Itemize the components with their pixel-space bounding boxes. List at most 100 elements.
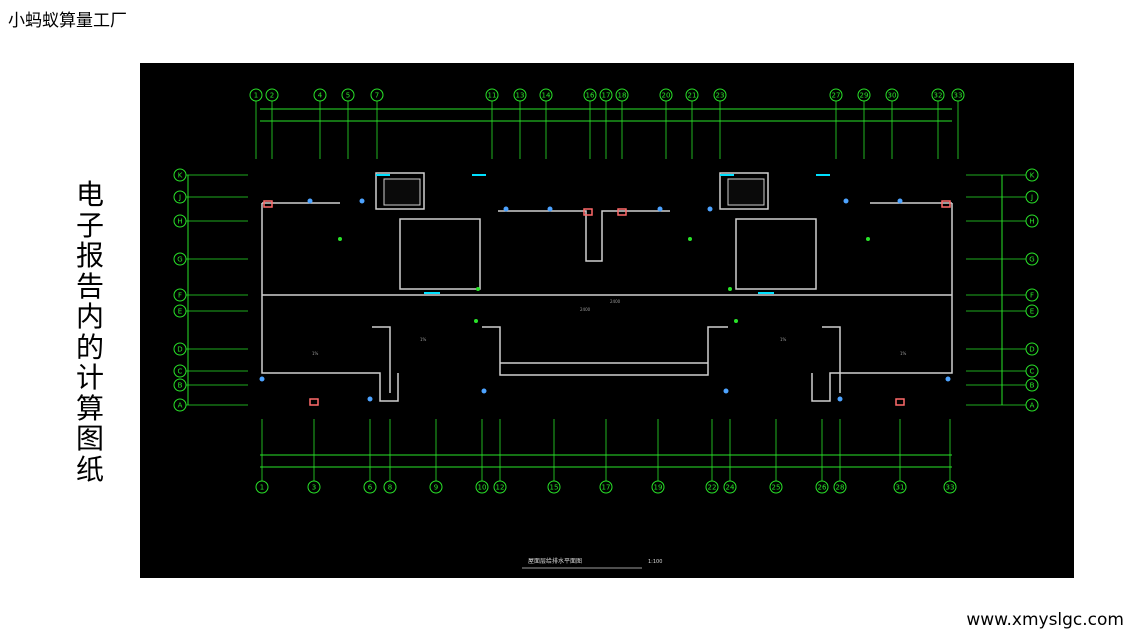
axis-bubble-bottom: 1	[255, 480, 269, 494]
svg-text:12: 12	[496, 484, 505, 492]
axis-bubble-bottom: 26	[815, 480, 829, 494]
axis-bubble-right: J	[1025, 190, 1039, 204]
axis-bubble-right: A	[1025, 398, 1039, 412]
svg-text:A: A	[178, 402, 183, 410]
svg-text:5: 5	[346, 92, 350, 100]
axis-bubble-right: E	[1025, 304, 1039, 318]
axis-bubble-left: G	[173, 252, 187, 266]
svg-text:1%: 1%	[420, 337, 427, 342]
svg-text:H: H	[1029, 218, 1034, 226]
axis-bubble-top: 11	[485, 88, 499, 102]
axis-bubble-bottom: 22	[705, 480, 719, 494]
svg-text:18: 18	[618, 92, 627, 100]
svg-text:11: 11	[488, 92, 497, 100]
axis-bubble-bottom: 25	[769, 480, 783, 494]
svg-text:7: 7	[375, 92, 379, 100]
side-title-char: 内	[75, 300, 104, 333]
axis-bubble-top: 5	[341, 88, 355, 102]
side-title-char: 计	[75, 361, 104, 394]
axis-bubble-top: 2	[265, 88, 279, 102]
axis-bubble-left: F	[173, 288, 187, 302]
axis-bubble-top: 18	[615, 88, 629, 102]
axis-bubble-bottom: 19	[651, 480, 665, 494]
svg-text:1%: 1%	[312, 351, 319, 356]
svg-text:13: 13	[516, 92, 525, 100]
svg-text:23: 23	[716, 92, 725, 100]
axis-bubble-top: 1	[249, 88, 263, 102]
axis-bubble-bottom: 12	[493, 480, 507, 494]
drawing-caption: 屋面层给排水平面图	[528, 557, 582, 565]
svg-text:17: 17	[602, 92, 611, 100]
axis-bubble-left: K	[173, 168, 187, 182]
axis-bubble-bottom: 28	[833, 480, 847, 494]
side-title-char: 电	[75, 178, 104, 211]
svg-text:14: 14	[542, 92, 551, 100]
svg-text:30: 30	[888, 92, 897, 100]
svg-text:29: 29	[860, 92, 869, 100]
svg-text:3: 3	[312, 484, 316, 492]
axis-bubble-right: D	[1025, 342, 1039, 356]
side-title: 电 子 报 告 内 的 计 算 图 纸	[72, 178, 108, 485]
axis-bubble-bottom: 33	[943, 480, 957, 494]
svg-text:B: B	[178, 382, 183, 390]
svg-text:27: 27	[832, 92, 841, 100]
svg-text:24: 24	[726, 484, 735, 492]
svg-text:K: K	[1030, 172, 1035, 180]
svg-text:9: 9	[434, 484, 438, 492]
svg-text:8: 8	[388, 484, 392, 492]
svg-text:2400: 2400	[580, 307, 591, 312]
svg-text:C: C	[1030, 368, 1035, 376]
svg-text:20: 20	[662, 92, 671, 100]
svg-text:32: 32	[934, 92, 943, 100]
axis-bubble-top: 27	[829, 88, 843, 102]
svg-text:28: 28	[836, 484, 845, 492]
svg-text:J: J	[178, 194, 181, 202]
svg-text:H: H	[177, 218, 182, 226]
svg-text:10: 10	[478, 484, 487, 492]
side-title-char: 图	[75, 422, 104, 455]
axis-bubble-left: D	[173, 342, 187, 356]
axis-bubble-top: 13	[513, 88, 527, 102]
svg-text:21: 21	[688, 92, 697, 100]
axis-bubble-right: G	[1025, 252, 1039, 266]
axis-bubble-top: 20	[659, 88, 673, 102]
axis-bubble-bottom: 8	[383, 480, 397, 494]
svg-text:19: 19	[654, 484, 663, 492]
svg-text:31: 31	[896, 484, 905, 492]
axis-bubble-left: A	[173, 398, 187, 412]
svg-text:D: D	[1029, 346, 1034, 354]
svg-text:25: 25	[772, 484, 781, 492]
axis-bubble-bottom: 24	[723, 480, 737, 494]
axis-bubble-bottom: 31	[893, 480, 907, 494]
axis-bubble-bottom: 10	[475, 480, 489, 494]
axis-bubble-left: J	[173, 190, 187, 204]
axis-bubble-bottom: 9	[429, 480, 443, 494]
side-title-char: 的	[75, 330, 104, 364]
axis-bubble-bottom: 15	[547, 480, 561, 494]
svg-text:C: C	[178, 368, 183, 376]
svg-text:F: F	[1030, 292, 1034, 300]
axis-bubble-top: 4	[313, 88, 327, 102]
axis-bubble-top: 14	[539, 88, 553, 102]
side-title-char: 子	[75, 208, 104, 242]
axis-bubble-top: 21	[685, 88, 699, 102]
axis-bubble-right: C	[1025, 364, 1039, 378]
axis-bubble-top: 29	[857, 88, 871, 102]
axis-bubble-bottom: 3	[307, 480, 321, 494]
svg-text:B: B	[1030, 382, 1035, 390]
svg-text:G: G	[1029, 256, 1034, 264]
svg-text:16: 16	[586, 92, 595, 100]
axis-bubble-bottom: 17	[599, 480, 613, 494]
brand-title: 小蚂蚁算量工厂	[8, 11, 127, 31]
axis-bubble-left: H	[173, 214, 187, 228]
svg-text:1%: 1%	[900, 351, 907, 356]
svg-text:A: A	[1030, 402, 1035, 410]
axis-bubble-left: C	[173, 364, 187, 378]
axis-bubble-top: 17	[599, 88, 613, 102]
svg-text:22: 22	[708, 484, 717, 492]
svg-text:G: G	[177, 256, 182, 264]
svg-text:2400: 2400	[610, 299, 621, 304]
svg-text:1: 1	[260, 484, 264, 492]
svg-text:1%: 1%	[780, 337, 787, 342]
